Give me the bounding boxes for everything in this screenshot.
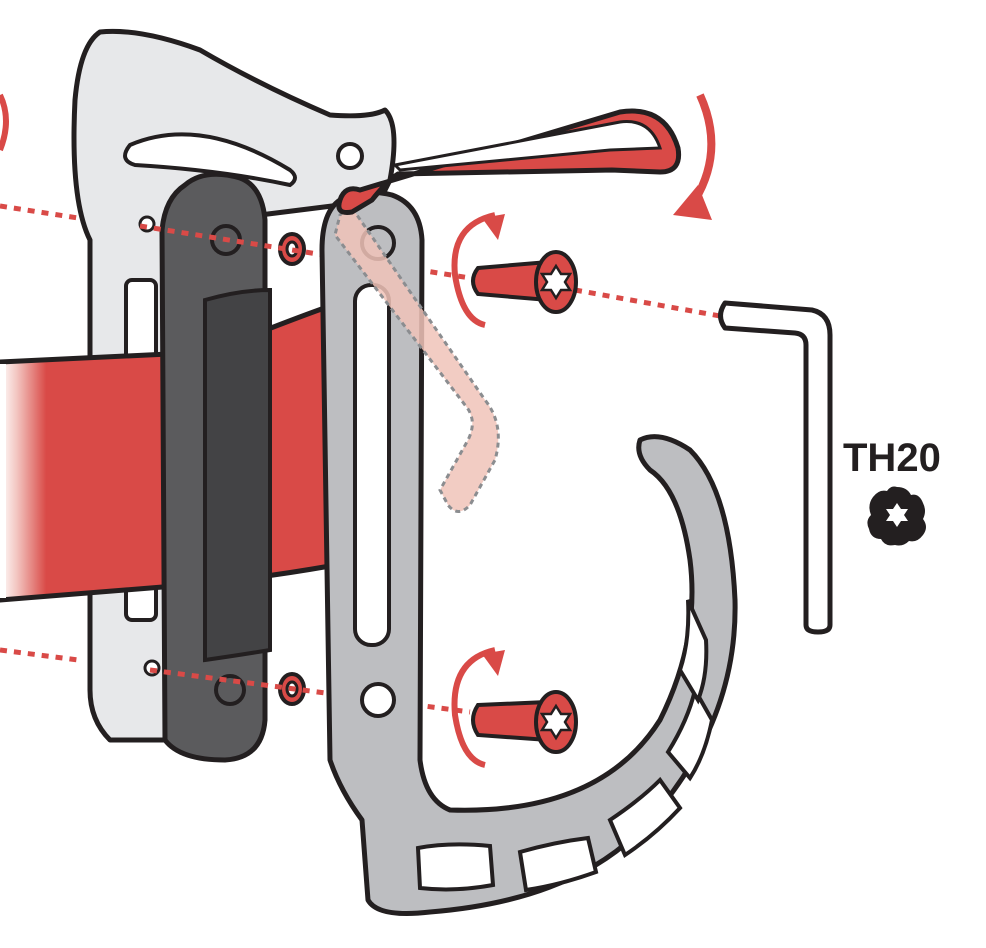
spring-clip (336, 108, 682, 215)
torx-key (718, 300, 833, 635)
torx-drive-icon (867, 486, 926, 546)
hook-frame (319, 189, 738, 916)
screw-top (471, 250, 578, 314)
hidden-clip-outline (333, 202, 500, 513)
rotation-arrow-screw-bottom (451, 647, 505, 768)
rotation-arrow-partial (0, 93, 9, 152)
rotation-arrow-screw-top (451, 212, 505, 328)
spacer-block (159, 171, 272, 763)
tool-size-label: TH20 (843, 436, 941, 480)
rotation-arrow-clip (673, 93, 716, 220)
screw-bottom (471, 690, 578, 754)
